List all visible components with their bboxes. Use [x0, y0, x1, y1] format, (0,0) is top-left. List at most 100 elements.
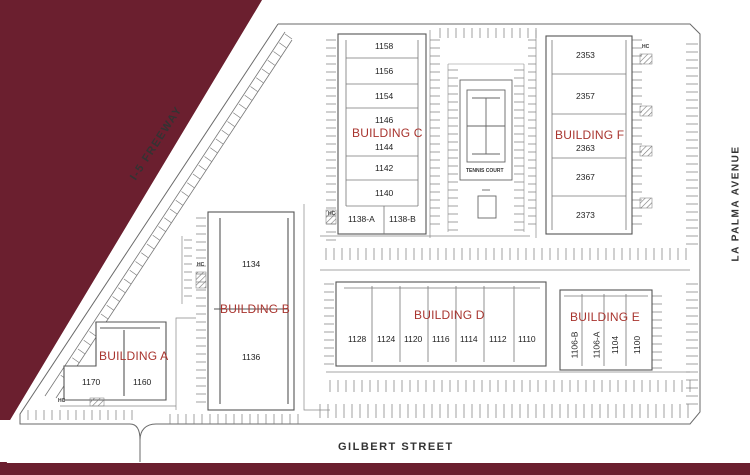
parking-stall-line	[129, 269, 137, 276]
parking-stall-line	[256, 77, 264, 84]
unit-1138-a: 1138-A	[348, 214, 375, 224]
unit-1116: 1116	[432, 334, 450, 344]
parking-stall-line	[192, 173, 201, 180]
building-d-shape	[335, 281, 547, 367]
parking-stalls	[27, 28, 698, 424]
parking-stall-line	[187, 182, 195, 189]
unit-1124: 1124	[377, 334, 396, 344]
building-b-label: BUILDING B	[220, 302, 291, 316]
parking-stall-line	[100, 313, 109, 320]
parking-stall-line	[238, 103, 247, 110]
building-d-label: BUILDING D	[414, 308, 485, 322]
parking-stall-line	[250, 86, 258, 92]
unit-1160: 1160	[133, 377, 152, 387]
parking-stall-line	[210, 147, 218, 154]
unit-1112: 1112	[489, 334, 507, 344]
parking-stall-line	[72, 357, 80, 364]
tennis-court-label: TENNIS COURT	[466, 168, 504, 174]
unit-1104: 1104	[610, 335, 621, 355]
parking-stall-line	[169, 208, 178, 215]
parking-stall-line	[83, 339, 91, 346]
hc-hatch-areas	[89, 53, 653, 407]
parking-stall-line	[204, 156, 212, 162]
building-c-shape	[337, 33, 427, 235]
la-palma-avenue-label: LA PALMA AVENUE	[730, 145, 742, 262]
parking-stall-line	[77, 348, 86, 355]
building-c-unit-lines	[345, 40, 419, 234]
parking-stall-line	[146, 243, 155, 250]
unit-1142: 1142	[375, 163, 394, 173]
curb-lines	[60, 30, 690, 411]
parking-stall-line	[221, 129, 229, 136]
unit-1136: 1136	[242, 352, 261, 362]
parking-stall-line	[227, 121, 235, 127]
unit-2353: 2353	[576, 50, 595, 60]
unit-2373: 2373	[576, 210, 595, 220]
parking-stall-line	[106, 304, 114, 311]
parking-stall-line	[244, 94, 252, 101]
building-d-unit-lines	[344, 286, 540, 362]
maroon-wedge	[0, 0, 262, 420]
unit-1134: 1134	[242, 259, 261, 269]
hc-marker: HC	[328, 211, 336, 217]
parking-stall-line	[267, 59, 275, 66]
building-a-shape	[63, 321, 167, 401]
parking-stall-line	[175, 199, 183, 206]
building-f-label: BUILDING F	[555, 128, 625, 142]
unit-1106-a: 1106-A	[591, 331, 602, 359]
parking-stall-line	[233, 112, 241, 119]
parking-stall-line	[261, 68, 270, 75]
unit-1110: 1110	[518, 334, 536, 344]
site-boundary	[19, 23, 701, 462]
gilbert-street-label: GILBERT STREET	[338, 441, 454, 453]
tennis-court-fence-rail	[447, 63, 525, 232]
unit-2367: 2367	[576, 172, 595, 182]
tennis-court-area	[459, 79, 513, 219]
parking-stall-line	[273, 51, 281, 57]
unit-1140: 1140	[375, 188, 394, 198]
building-f-unit-lines	[551, 40, 627, 230]
building-e-shape	[559, 289, 653, 371]
unit-1128: 1128	[348, 334, 367, 344]
freeway-sound-wall	[44, 31, 293, 399]
parking-stall-line	[198, 164, 206, 171]
unit-2357: 2357	[576, 91, 595, 101]
parking-stall-line	[112, 296, 120, 302]
parking-stall-line	[181, 191, 189, 197]
building-e-label: BUILDING E	[570, 310, 641, 324]
unit-1100: 1100	[632, 335, 643, 355]
building-a-label: BUILDING A	[99, 349, 169, 363]
parking-stall-line	[89, 331, 97, 337]
maroon-background-bottom	[0, 463, 750, 475]
parking-stall-line	[215, 138, 224, 145]
parking-stall-line	[118, 287, 126, 294]
building-b-shape	[207, 211, 295, 411]
parking-stall-line	[123, 278, 132, 285]
unit-1138-b: 1138-B	[389, 214, 416, 224]
unit-1158: 1158	[375, 41, 394, 51]
hc-marker: HC	[642, 44, 650, 50]
hc-marker: HC	[197, 262, 205, 268]
building-f-shape	[545, 35, 633, 235]
unit-1146: 1146	[375, 115, 394, 125]
unit-1144: 1144	[375, 142, 394, 152]
unit-2363: 2363	[576, 143, 595, 153]
parking-stall-line	[141, 252, 149, 259]
building-c-label: BUILDING C	[352, 126, 423, 140]
hc-marker: HC	[58, 398, 66, 404]
unit-1170: 1170	[82, 377, 101, 387]
parking-stall-line	[164, 217, 172, 224]
building-e-unit-lines	[564, 294, 648, 366]
parking-stall-line	[284, 33, 293, 40]
unit-1154: 1154	[375, 91, 394, 101]
unit-1156: 1156	[375, 66, 394, 76]
unit-1114: 1114	[460, 334, 478, 344]
parking-stall-line	[158, 226, 166, 232]
unit-1120: 1120	[404, 334, 423, 344]
unit-1106-b: 1106-B	[569, 331, 580, 359]
parking-stall-line	[279, 42, 287, 49]
parking-stall-line	[135, 261, 143, 267]
parking-stall-line	[152, 234, 160, 241]
